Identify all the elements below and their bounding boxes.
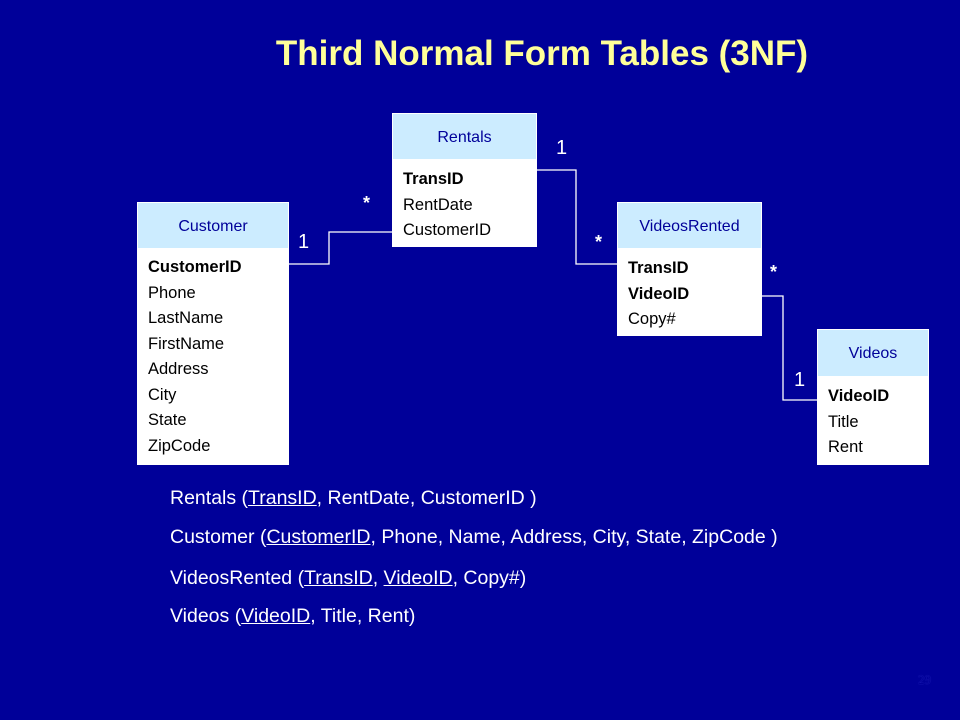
customer-field-lastname: LastName <box>148 309 224 327</box>
cardinality-rentals-many: * <box>363 193 371 213</box>
videos-field-videoid: VideoID <box>828 387 890 405</box>
cardinality-videos-one: 1 <box>794 369 806 391</box>
customer-rentals-link <box>289 231 392 265</box>
customer-field-address: Address <box>148 360 209 378</box>
videosrented-field-transid: TransID <box>628 259 689 277</box>
customer-field-customerid: CustomerID <box>148 258 242 276</box>
schema-line-videos: Videos (VideoID, Title, Rent) <box>170 605 416 627</box>
schema-rentals-rest: , RentDate, CustomerID ) <box>316 487 537 509</box>
cardinality-rentals-one: 1 <box>556 137 568 159</box>
videosrented-table-header: VideosRented <box>617 202 762 249</box>
videosrented-table-body: TransID VideoID Copy# <box>617 249 762 336</box>
schema-videos-rest: , Title, Rent) <box>310 605 416 627</box>
schema-videos-name: Videos <box>170 605 230 627</box>
page-number: 29 <box>918 672 931 687</box>
customer-field-state: State <box>148 411 187 429</box>
cardinality-videosrented-many-left: * <box>595 232 603 252</box>
schema-line-customer: Customer (CustomerID, Phone, Name, Addre… <box>170 526 778 548</box>
videos-table-header: Videos <box>817 329 929 377</box>
customer-table-body: CustomerID Phone LastName FirstName Addr… <box>137 249 289 465</box>
schema-customer-name: Customer <box>170 526 255 548</box>
schema-line-rentals: Rentals (TransID, RentDate, CustomerID ) <box>170 487 537 509</box>
slide-title: Third Normal Form Tables (3NF) <box>275 34 809 73</box>
customer-field-firstname: FirstName <box>148 334 225 353</box>
videos-table-body: VideoID Title Rent <box>817 377 929 465</box>
cardinality-videosrented-many-right: * <box>770 262 778 282</box>
schema-videosrented-key2: VideoID <box>383 567 453 589</box>
customer-field-zipcode: ZipCode <box>148 436 211 455</box>
videosrented-videos-link <box>762 295 817 401</box>
schema-line-videosrented: VideosRented (TransID, VideoID, Copy#) <box>170 567 527 589</box>
rentals-field-customerid: CustomerID <box>403 221 492 239</box>
customer-field-city: City <box>148 385 177 404</box>
rentals-videosrented-link <box>537 169 617 265</box>
rentals-field-transid: TransID <box>403 170 464 188</box>
videosrented-field-videoid: VideoID <box>628 284 690 303</box>
rentals-table-body: TransID RentDate CustomerID <box>392 160 537 247</box>
videos-field-rent: Rent <box>828 438 863 456</box>
videos-field-title: Title <box>828 412 859 431</box>
schema-videos-key: VideoID <box>241 605 311 627</box>
customer-table-header: Customer <box>137 202 289 249</box>
schema-rentals-key: TransID <box>248 487 317 509</box>
rentals-field-rentdate: RentDate <box>403 195 473 214</box>
schema-videosrented-name: VideosRented <box>170 567 293 589</box>
rentals-table-header: Rentals <box>392 113 537 160</box>
customer-field-phone: Phone <box>148 283 196 302</box>
videosrented-field-copy: Copy# <box>628 310 676 328</box>
schema-rentals-name: Rentals <box>170 487 237 509</box>
schema-videosrented-rest: , Copy#) <box>452 567 527 589</box>
schema-customer-rest: , Phone, Name, Address, City, State, Zip… <box>370 526 778 548</box>
schema-customer-key: CustomerID <box>266 526 371 548</box>
schema-videosrented-key1: TransID <box>304 567 373 589</box>
cardinality-customer-one: 1 <box>298 231 310 253</box>
